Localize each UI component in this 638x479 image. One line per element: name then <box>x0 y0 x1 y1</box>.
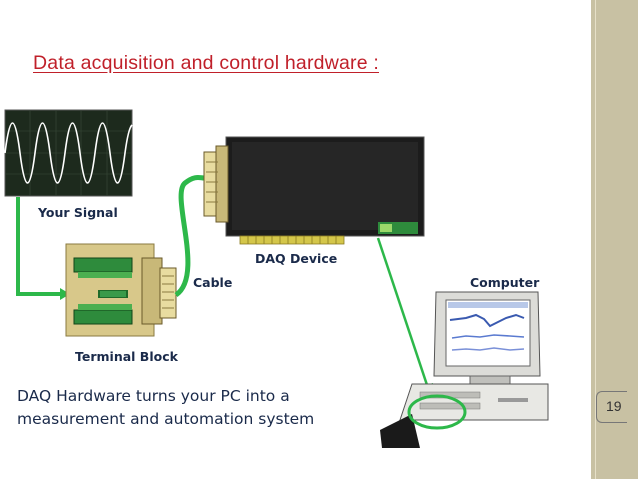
signal-oscilloscope <box>4 109 133 197</box>
label-your-signal: Your Signal <box>38 205 118 220</box>
expansion-slot-highlight <box>407 394 467 430</box>
label-computer: Computer <box>470 275 540 290</box>
page-number-bracket <box>596 391 627 423</box>
install-arrow <box>376 237 430 389</box>
sine-wave <box>4 122 133 184</box>
caption-line-1: DAQ Hardware turns your PC into a <box>17 387 290 405</box>
signal-wire <box>16 197 60 296</box>
label-daq-device: DAQ Device <box>255 251 338 266</box>
daq-board <box>203 136 425 245</box>
page-number-text: 19 <box>606 398 622 414</box>
caption-line-2: measurement and automation system <box>17 410 315 428</box>
page-number: 19 <box>596 391 628 423</box>
slide-caption: DAQ Hardware turns your PC into a measur… <box>17 385 314 431</box>
label-terminal-block: Terminal Block <box>75 349 178 364</box>
slide-title: Data acquisition and control hardware : <box>33 52 379 74</box>
computer <box>380 291 549 448</box>
label-cable: Cable <box>193 275 233 290</box>
right-decorative-bar <box>591 0 638 479</box>
terminal-block <box>65 243 177 337</box>
cable <box>174 174 205 298</box>
